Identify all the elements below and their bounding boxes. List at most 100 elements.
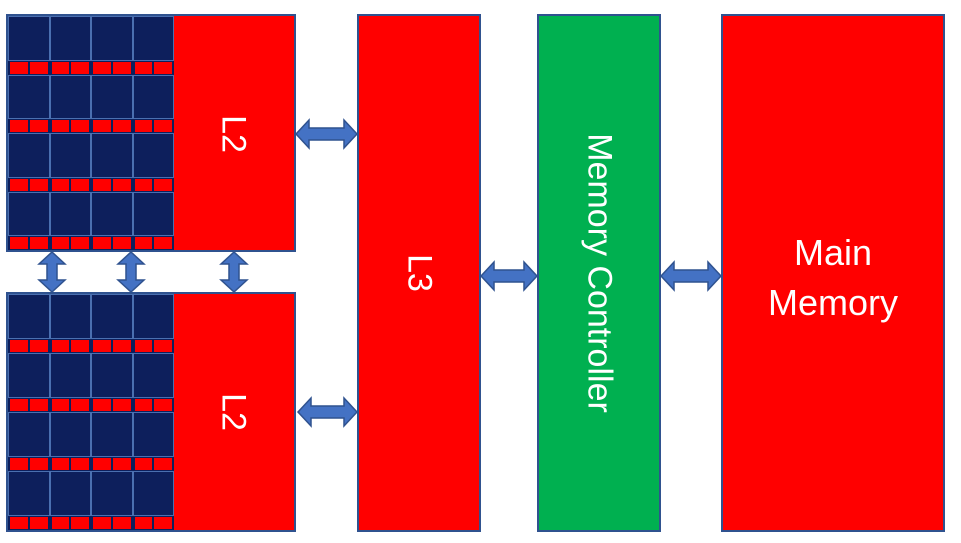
main-memory-block [721,14,945,532]
l1-cache-square [10,120,28,132]
l1-cache-square [51,399,70,411]
cpu-core [132,16,174,61]
arrow-l2top-l3 [294,118,359,150]
arrow-cluster-link-2 [116,250,146,294]
cpu-core [132,74,174,119]
cpu-core [8,353,50,398]
cpu-core [8,133,50,178]
l1-cache-square [10,61,28,74]
l1-cache-square [71,458,89,470]
main-memory-label-line1: Main [793,232,873,273]
l1-cache-square [51,517,70,529]
l1-cache-square [134,237,153,249]
l1-cache-square [10,178,28,191]
l1-cache-square [71,517,89,529]
l1-cache-square [51,458,70,470]
cpu-core [8,412,50,457]
l1-cache-square [29,340,48,352]
l1-cache-square [154,178,172,191]
l1-cache-square [51,340,70,352]
l1-cache-square [10,458,28,470]
l3-label: L3 [400,254,439,292]
core-grid-bottom [8,294,174,530]
l1-cache-square [93,237,111,249]
l1-cache-square [93,517,111,529]
l1-cache-square [134,178,153,191]
l1-cache-square [51,120,70,132]
l1-cache-square [112,458,131,470]
l1-cache-square [112,517,131,529]
l1-cache-square [51,61,70,74]
cpu-core [8,191,50,236]
l1-cache-square [29,399,48,411]
arrow-cluster-link-3 [219,250,249,294]
l1-cache-square [10,340,28,352]
core-cluster-top [6,14,296,252]
l1-cache-square [154,237,172,249]
l1-cache-square [112,237,131,249]
l1-cache-square [29,120,48,132]
cpu-core [91,294,133,339]
l2-top-label: L2 [214,115,253,153]
cpu-core [91,133,133,178]
l1-cache-square [93,120,111,132]
main-memory-label: Main Memory [721,228,945,328]
cpu-core [8,294,50,339]
l1-cache-square [134,517,153,529]
l1-cache-square [71,61,89,74]
l1-cache-square [154,458,172,470]
l1-cache-square [51,237,70,249]
cpu-core [132,412,174,457]
l1-cache-square [29,517,48,529]
l2-bottom-label: L2 [214,393,253,431]
l1-cache-square [93,61,111,74]
l1-cache-square [154,399,172,411]
l1-cache-square [10,517,28,529]
l1-cache-square [154,120,172,132]
core-cluster-bottom [6,292,296,532]
core-grid-top [8,16,174,250]
l1-cache-square [112,399,131,411]
l1-cache-square [134,61,153,74]
l1-cache-square [134,340,153,352]
l1-cache-square [29,61,48,74]
arrow-cluster-link-1 [37,250,67,294]
cpu-core [49,471,91,516]
cpu-core [132,471,174,516]
l1-cache-square [154,517,172,529]
cpu-core [49,191,91,236]
cpu-core [91,471,133,516]
l1-cache-square [112,120,131,132]
l1-cache-square [29,178,48,191]
l1-cache-square [93,458,111,470]
l1-cache-square [29,458,48,470]
l1-cache-square [134,120,153,132]
cpu-core [8,471,50,516]
l1-cache-square [93,178,111,191]
arrow-l2bottom-l3 [296,396,359,428]
cpu-core [132,133,174,178]
arrow-l3-controller [479,260,539,292]
cpu-core [8,74,50,119]
memory-controller-block [537,14,661,532]
cpu-core [49,294,91,339]
l1-cache-square [71,340,89,352]
cpu-core [91,16,133,61]
cpu-core [132,191,174,236]
cpu-core [8,16,50,61]
cpu-core [49,133,91,178]
l1-cache-square [71,237,89,249]
l1-cache-square [71,399,89,411]
l1-cache-square [154,61,172,74]
l1-cache-square [93,399,111,411]
cpu-core [49,16,91,61]
l1-cache-square [134,458,153,470]
l1-cache-square [93,340,111,352]
cpu-core [132,353,174,398]
cpu-core [49,412,91,457]
cpu-core [91,191,133,236]
cpu-core [91,353,133,398]
cpu-core [91,412,133,457]
cpu-core [49,353,91,398]
l3-cache-block [357,14,481,532]
